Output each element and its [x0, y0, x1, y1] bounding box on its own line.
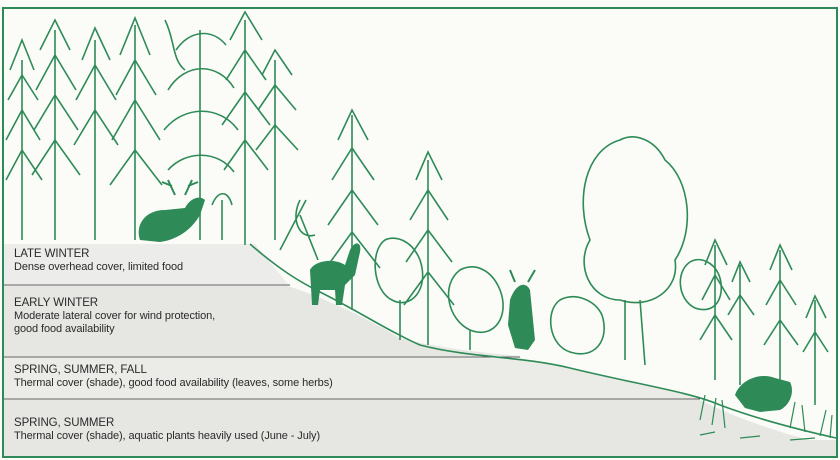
- moose-browsing-icon: [508, 270, 535, 350]
- zone-title: SPRING, SUMMER, FALL: [14, 364, 333, 377]
- zone-title: EARLY WINTER: [14, 297, 215, 310]
- zone-description: Thermal cover (shade), aquatic plants he…: [14, 430, 320, 443]
- dense-conifer-forest: [6, 12, 298, 245]
- zone-spring-summer-fall: SPRING, SUMMER, FALL Thermal cover (shad…: [14, 364, 333, 390]
- zone-description-line2: good food availability: [14, 323, 215, 336]
- moose-wading-icon: [735, 376, 792, 412]
- zone-description: Dense overhead cover, limited food: [14, 261, 183, 274]
- zone-late-winter: LATE WINTER Dense overhead cover, limite…: [14, 248, 183, 274]
- zone-description: Thermal cover (shade), good food availab…: [14, 377, 333, 390]
- zone-description: Moderate lateral cover for wind protecti…: [14, 310, 215, 323]
- zone-title: LATE WINTER: [14, 248, 183, 261]
- zone-spring-summer: SPRING, SUMMER Thermal cover (shade), aq…: [14, 417, 320, 443]
- deciduous-trees: [551, 137, 828, 405]
- zone-early-winter: EARLY WINTER Moderate lateral cover for …: [14, 297, 215, 336]
- zone-title: SPRING, SUMMER: [14, 417, 320, 430]
- moose-bedded-icon: [139, 180, 205, 242]
